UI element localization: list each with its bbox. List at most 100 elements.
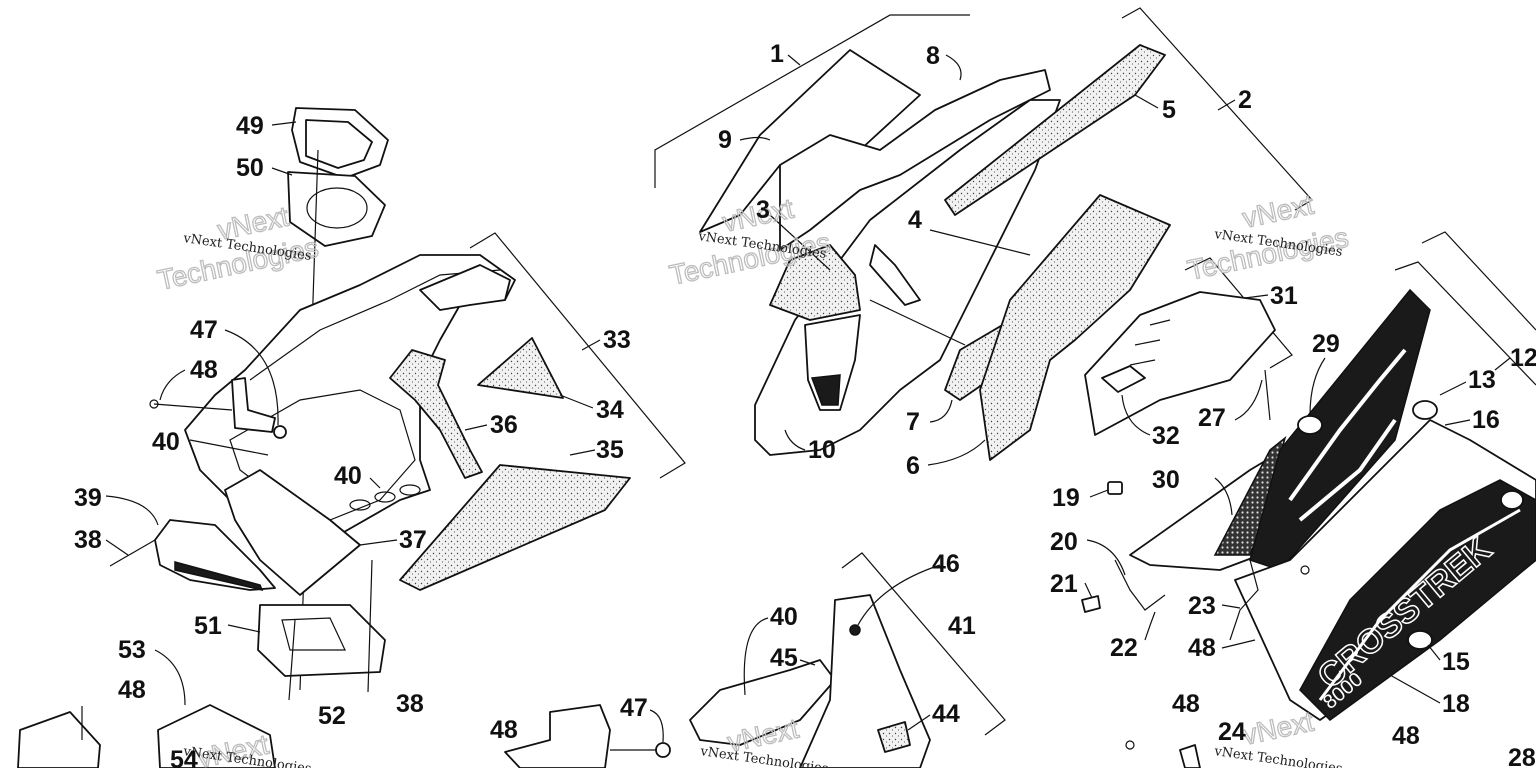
group-bracket-1 xyxy=(654,14,970,188)
callout-30: 30 xyxy=(1152,466,1180,494)
fastener-48-right xyxy=(1300,565,1310,575)
lower-center-assembly xyxy=(504,552,1006,768)
leader-48 xyxy=(159,369,186,401)
leader-46 xyxy=(857,564,941,626)
part-34-foam xyxy=(477,337,564,399)
part-33-port-1 xyxy=(349,499,371,511)
part-47-bracket-lower xyxy=(504,704,611,768)
part-29-decal-stripe-2 xyxy=(1298,418,1397,522)
callout-2: 2 xyxy=(1238,86,1252,114)
callout-18: 18 xyxy=(1442,690,1470,718)
callout-50: 50 xyxy=(236,154,264,182)
callout-40-c: 40 xyxy=(770,603,798,631)
fastener-27 xyxy=(1264,369,1271,421)
callout-32: 32 xyxy=(1152,422,1180,450)
callout-27: 27 xyxy=(1198,404,1226,432)
leader-4 xyxy=(929,229,1031,256)
part-37-pan xyxy=(224,469,361,596)
leader-49 xyxy=(271,121,297,126)
leader-40 xyxy=(369,477,381,489)
callout-48-a: 48 xyxy=(190,356,218,384)
part-51-plate xyxy=(257,604,386,677)
callout-35: 35 xyxy=(596,436,624,464)
callout-8: 8 xyxy=(926,42,940,70)
leader-35 xyxy=(569,449,596,456)
part-51-cutout xyxy=(281,617,346,651)
leader-27 xyxy=(1234,379,1263,421)
leader-19 xyxy=(1089,489,1109,498)
leader-31 xyxy=(1244,294,1269,299)
leader-30 xyxy=(1214,477,1233,516)
part-31-slot-2 xyxy=(1134,339,1161,346)
watermark-big-9: vNext xyxy=(1240,706,1317,751)
leader-20 xyxy=(1086,539,1126,576)
callout-52: 52 xyxy=(318,702,346,730)
callout-47-a: 47 xyxy=(190,316,218,344)
callout-7: 7 xyxy=(906,408,920,436)
part-6-foam xyxy=(979,194,1171,461)
callout-48-f: 48 xyxy=(1392,722,1420,750)
leader-51 xyxy=(227,624,261,633)
callout-21: 21 xyxy=(1050,570,1078,598)
leader-44 xyxy=(907,714,931,731)
callout-4: 4 xyxy=(908,206,922,234)
callout-49: 49 xyxy=(236,112,264,140)
part-21-connector xyxy=(1081,595,1101,613)
part-39-trim xyxy=(174,561,264,592)
leader-47c xyxy=(649,709,664,743)
leader-53 xyxy=(154,649,186,706)
callout-48-c: 48 xyxy=(490,716,518,744)
fastener-38-left xyxy=(109,539,156,567)
leader-38 xyxy=(105,539,129,556)
part-50-hole xyxy=(306,187,368,229)
part-49-gasket xyxy=(291,107,389,179)
leader-50 xyxy=(271,167,293,176)
callout-53: 53 xyxy=(118,636,146,664)
part-8-visor xyxy=(779,69,1051,251)
callout-24: 24 xyxy=(1218,718,1246,746)
leader-29 xyxy=(1309,357,1326,416)
callout-40-b: 40 xyxy=(334,462,362,490)
part-13-lens xyxy=(1412,400,1438,420)
callout-48-e: 48 xyxy=(1172,690,1200,718)
leader-15 xyxy=(1427,644,1441,661)
callout-51: 51 xyxy=(194,612,222,640)
leader-37 xyxy=(359,539,398,546)
callout-9: 9 xyxy=(718,126,732,154)
part-18-decal xyxy=(1299,479,1536,721)
leader-10 xyxy=(784,429,806,451)
part-50-plate xyxy=(287,171,386,247)
fastener-52 xyxy=(288,619,296,701)
callout-23: 23 xyxy=(1188,592,1216,620)
part-36-foam xyxy=(389,349,483,479)
callout-22: 22 xyxy=(1110,634,1138,662)
leader-23 xyxy=(1221,604,1241,609)
part-31-console xyxy=(1084,291,1276,436)
part-32-switch xyxy=(1101,365,1146,393)
group-bracket-2 xyxy=(1121,7,1313,211)
leader-40b xyxy=(189,439,269,456)
callout-10: 10 xyxy=(808,436,836,464)
leader-3 xyxy=(769,214,831,271)
part-right-lens xyxy=(1500,490,1524,510)
callout-37: 37 xyxy=(399,526,427,554)
callout-31: 31 xyxy=(1270,282,1298,310)
part-23-wire xyxy=(1229,559,1259,641)
part-15-lens xyxy=(1407,630,1433,650)
group-bracket-12b xyxy=(1394,261,1536,386)
leader-48-r xyxy=(1221,639,1256,649)
leader-5 xyxy=(1134,94,1159,109)
fastener-46 xyxy=(849,624,861,636)
group-bracket-12 xyxy=(1421,231,1536,331)
leader-6 xyxy=(927,439,986,466)
group-bracket-33 xyxy=(469,232,686,479)
callout-16: 16 xyxy=(1472,406,1500,434)
callout-5: 5 xyxy=(1162,96,1176,124)
leader-32 xyxy=(1121,394,1151,436)
leader-33 xyxy=(581,339,601,351)
part-54-fragment xyxy=(17,711,101,768)
leader-45 xyxy=(799,659,816,666)
leader-13 xyxy=(1439,381,1467,396)
part-9-windshield xyxy=(699,49,921,233)
